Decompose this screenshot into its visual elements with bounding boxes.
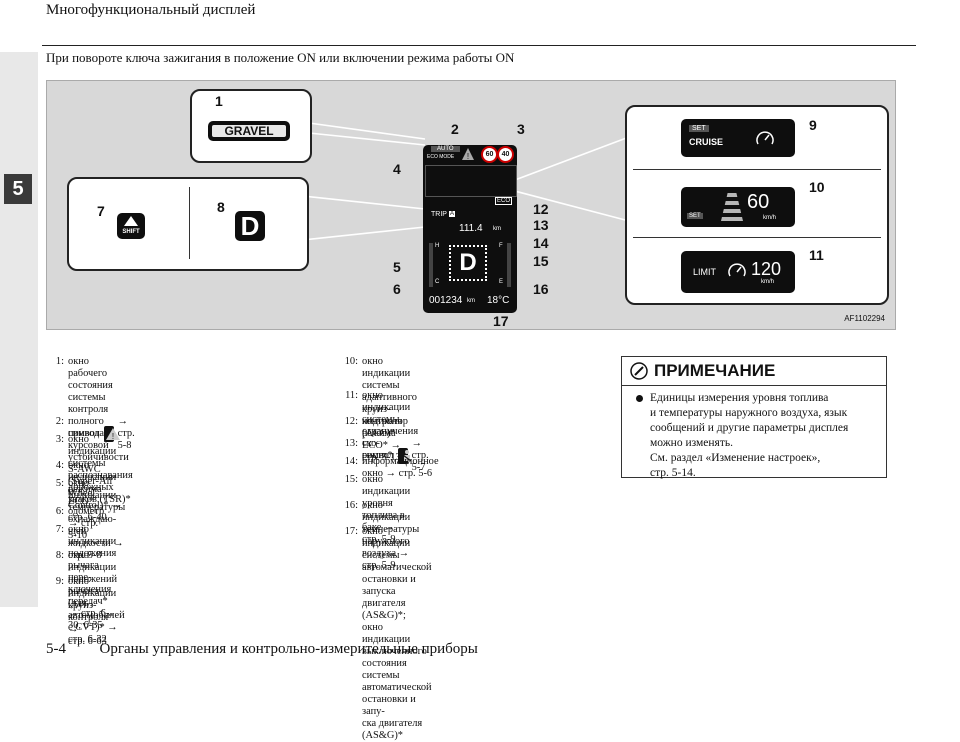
trip-value: 111.4 bbox=[459, 223, 483, 234]
trip-unit: km bbox=[493, 226, 501, 232]
callout-number: 2 bbox=[451, 121, 459, 137]
callout-number: 14 bbox=[533, 235, 549, 251]
gravel-callout: GRAVEL bbox=[190, 89, 312, 163]
limiter-speed: 120 bbox=[751, 259, 782, 279]
tsr-window bbox=[425, 165, 517, 197]
callout-number: 4 bbox=[393, 161, 401, 177]
shift-up-icon bbox=[124, 216, 138, 226]
figure-code: AF1102294 bbox=[844, 314, 885, 323]
note-title: ПРИМЕЧАНИЕ bbox=[654, 361, 776, 380]
speed-sign-1: 60 bbox=[481, 146, 498, 163]
eco-mode-indicator: ECO MODE bbox=[427, 154, 455, 160]
intro-text: При повороте ключа зажигания в положение… bbox=[46, 50, 515, 65]
seatbelt-symbol bbox=[397, 448, 412, 464]
speed-sign-2: 40 bbox=[497, 146, 514, 163]
acc-set-badge: SET bbox=[687, 213, 703, 219]
callout-number: 12 bbox=[533, 201, 549, 217]
instrument-cluster-figure: GRAVEL SHIFT D SET CRUISE SET 60 km/h bbox=[46, 80, 896, 330]
callout-divider bbox=[189, 187, 190, 259]
page-footer: 5-4 Органы управления и контрольно-измер… bbox=[46, 641, 478, 658]
gear-letter: D bbox=[240, 211, 260, 241]
svg-text:!: ! bbox=[467, 152, 469, 161]
callout-number: 8 bbox=[217, 199, 225, 215]
callout-number: 17 bbox=[493, 313, 509, 329]
callout-divider bbox=[633, 169, 881, 170]
gauge-c: C bbox=[435, 279, 440, 285]
callout-number: 3 bbox=[517, 121, 525, 137]
auto-indicator: AUTO bbox=[431, 146, 460, 152]
bullet-dot bbox=[636, 395, 643, 402]
chapter-sidebar bbox=[0, 52, 38, 607]
callout-number: 6 bbox=[393, 281, 401, 297]
warning-triangle-icon: ! bbox=[462, 148, 474, 161]
callout-number: 10 bbox=[809, 179, 825, 195]
callout-divider bbox=[633, 237, 881, 238]
cluster-gear-letter: D bbox=[459, 249, 477, 276]
gear-indicator: D bbox=[235, 211, 265, 241]
shift-indicator: SHIFT bbox=[117, 213, 145, 239]
speed-limiter-icon bbox=[728, 263, 746, 277]
gravel-label: GRAVEL bbox=[212, 125, 286, 137]
acc-display: SET 60 km/h bbox=[681, 187, 795, 227]
temp-gauge bbox=[429, 243, 433, 287]
page-number: 5-4 bbox=[46, 641, 66, 657]
section-title: Органы управления и контрольно-измерител… bbox=[99, 641, 478, 657]
acc-distance-bars bbox=[721, 193, 743, 221]
outside-temp: 18°C bbox=[487, 295, 510, 306]
warning-triangle-icon: ! bbox=[105, 428, 120, 440]
chapter-tab: 5 bbox=[4, 174, 32, 204]
callout-number: 11 bbox=[809, 247, 824, 263]
legend-right: 10: окно индикации системы адаптивного к… bbox=[344, 356, 439, 741]
note-body: Единицы измерения уровня топлива и темпе… bbox=[636, 391, 880, 481]
header-rule bbox=[42, 45, 916, 46]
callout-number: 1 bbox=[215, 93, 223, 109]
callout-number: 15 bbox=[533, 253, 549, 269]
page-header-title: Многофункциональный дисплей bbox=[46, 2, 256, 18]
callout-number: 5 bbox=[393, 259, 401, 275]
callout-number: 13 bbox=[533, 217, 549, 233]
seatbelt-icon bbox=[402, 450, 412, 462]
acc-unit: km/h bbox=[763, 215, 777, 221]
cluster-display: AUTO ECO MODE ! 60 40 ECO TRIP A 111.4 k… bbox=[423, 145, 517, 313]
acc-speed: 60 bbox=[747, 191, 770, 213]
warning-symbol: ! bbox=[103, 426, 120, 442]
legend-left: 1: окно рабочего состояния системы контр… bbox=[55, 356, 135, 647]
note-box: ПРИМЕЧАНИЕ Единицы измерения уровня топл… bbox=[621, 356, 887, 481]
gauge-f: F bbox=[499, 243, 503, 249]
trip-label: TRIP bbox=[431, 211, 447, 218]
note-pencil-icon bbox=[630, 362, 648, 380]
callout-number: 9 bbox=[809, 117, 817, 133]
cruise-callout: SET CRUISE SET 60 km/h LIMIT 120 km/h bbox=[625, 105, 889, 305]
trip-letter: A bbox=[449, 211, 456, 217]
speedometer-icon bbox=[756, 131, 774, 145]
shift-callout: SHIFT D bbox=[67, 177, 309, 271]
gauge-e: E bbox=[499, 279, 504, 285]
odometer-unit: km bbox=[467, 298, 475, 304]
callout-number: 7 bbox=[97, 203, 105, 219]
callout-number: 16 bbox=[533, 281, 549, 297]
gear-window: D bbox=[449, 245, 487, 281]
cruise-label: CRUISE bbox=[689, 137, 724, 147]
cruise-display: SET CRUISE bbox=[681, 119, 795, 157]
gravel-display: GRAVEL bbox=[208, 121, 290, 141]
shift-label: SHIFT bbox=[122, 229, 140, 235]
gauge-h: H bbox=[435, 243, 440, 249]
limiter-display: LIMIT 120 km/h bbox=[681, 251, 795, 293]
svg-text:!: ! bbox=[112, 432, 114, 440]
cruise-set-label: SET bbox=[689, 125, 709, 132]
limit-label: LIMIT bbox=[693, 267, 717, 277]
fuel-gauge bbox=[507, 243, 511, 287]
eco-indicator: ECO bbox=[495, 197, 513, 205]
limiter-unit: km/h bbox=[761, 279, 775, 285]
odometer: 001234 bbox=[429, 295, 463, 306]
